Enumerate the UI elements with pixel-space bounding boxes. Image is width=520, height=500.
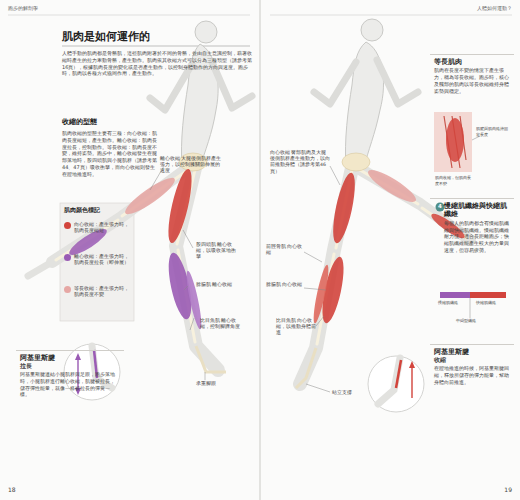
panel-body: 每個人的肌肉都含有慢縮肌纖維與快縮肌纖維。慢縮肌纖維耐力佳，適合長距離跑步；快縮…	[444, 221, 510, 255]
panel-body: 在蹬地推進的時候，阿基里斯腱回縮，釋放所儲存的彈力能量，幫助身體向前推進。	[434, 366, 510, 386]
text-label: 中間型纖維	[456, 318, 490, 324]
legend-text: 向心收縮：產生張力時，肌肉長度縮短	[74, 222, 130, 235]
text-label: 腓腸肌 向心收縮	[266, 282, 304, 288]
text-label: 肌肉收縮，但肌肉長度不變	[435, 175, 471, 186]
text-panel: 阿基里斯腱拉長阿基里斯腱連結小腿肌群與足跟，跑步落地時，小腿肌群進行離心收縮，肌…	[16, 350, 124, 434]
panel-body: 肌肉在長度不變的情況下產生張力，稱為等長收縮。跑步時，核心及髖部的肌肉以等長收縮…	[434, 68, 510, 95]
gutter	[259, 0, 261, 500]
text-label: 站立支撐	[332, 390, 372, 396]
pelvis	[179, 153, 207, 171]
legend-entry: 向心收縮：產生張力時，肌肉長度縮短	[64, 222, 130, 235]
bones-right	[317, 170, 466, 344]
panel-heading: 收縮	[434, 356, 510, 364]
text-label: 向心收縮 臀部肌肉及大腿後側肌群產生推動力，以向前推動身體（請參考第46頁）	[270, 150, 330, 175]
text-label: 跑步的解剖學	[8, 5, 98, 12]
isometric-muscle-sketch	[434, 112, 480, 172]
text-label: 慢縮肌纖維	[438, 300, 470, 306]
page-number: 19	[496, 486, 512, 494]
ankle-inset	[64, 344, 120, 400]
page-number: 18	[8, 486, 24, 494]
hamstring-muscle	[329, 171, 360, 245]
leader-lines	[150, 166, 205, 380]
panel-body: 阿基里斯腱連結小腿肌群與足跟，跑步落地時，小腿肌群進行離心收縮，肌腱被拉長，儲存…	[20, 372, 116, 399]
foot-bones	[196, 346, 226, 372]
text-label: 比目魚肌 離心收縮，控制腳踝角度	[200, 318, 244, 330]
text-label: 人體手動的肌肉都是骨骼肌，這些肌肉附著於不同的骨骼，並由自主意識控制，藉著收縮時…	[62, 50, 254, 77]
page-title: 肌肉是如何運作的	[62, 30, 252, 45]
hamstring-muscle	[121, 173, 178, 219]
runner-right	[300, 19, 470, 384]
leader-lines	[304, 166, 340, 392]
text-panel: 阿基里斯腱收縮在蹬地推進的時候，阿基里斯腱回縮，釋放所儲存的彈力能量，幫助身體向…	[430, 344, 514, 434]
text-label: 前脛骨肌 向心收縮	[266, 244, 304, 256]
panel-heading: 慢縮肌纖維與快縮肌纖維	[444, 202, 510, 219]
bones-left	[56, 170, 195, 342]
text-label: 人體如何運動？	[430, 5, 512, 12]
pelvis	[342, 153, 370, 171]
text-label: 收縮的型態	[62, 118, 182, 127]
panel-heading: 等長肌肉	[434, 58, 510, 66]
legend-swatch	[64, 286, 71, 293]
shin-muscle	[311, 264, 331, 324]
foot-bones	[296, 348, 316, 388]
text-label: 比目魚肌 向心收縮，以推動身體前進	[276, 318, 316, 337]
panel-heading: 阿基里斯腱	[434, 348, 510, 356]
legend-entry: 離心收縮：產生張力時，肌肉長度拉長（即伸展）	[64, 254, 130, 267]
callout-number: 4	[436, 203, 444, 210]
text-panel: 等長肌肉肌肉在長度不變的情況下產生張力，稱為等長收縮。跑步時，核心及髖部的肌肉以…	[430, 54, 514, 194]
text-label: 肌腱與肌肉維持固定長度	[476, 126, 510, 137]
number-badge	[436, 203, 445, 212]
text-label: 腓腸肌 離心收縮	[196, 282, 236, 288]
header-rule	[270, 15, 512, 16]
header-rule	[8, 15, 250, 16]
text-label: 快縮肌纖維	[476, 300, 508, 306]
title-rule	[62, 46, 250, 47]
legend-text: 等長收縮：產生張力時，肌肉長度不變	[74, 286, 130, 299]
legend-swatch	[64, 254, 71, 261]
text-label: 承重腳跟	[196, 381, 236, 387]
text-label: 股四頭肌 離心收縮，以吸收落地衝擊	[196, 242, 240, 261]
text-label: 肌肉收縮的型態主要有三種：向心收縮：肌肉長度縮短，產生動作。離心收縮：肌肉長度拉…	[62, 130, 158, 177]
legend-entry: 等長收縮：產生張力時，肌肉長度不變	[64, 286, 130, 299]
text-label: 肌肉顏色標記	[64, 207, 130, 214]
quadriceps-muscle	[365, 165, 420, 207]
legend-swatch	[64, 222, 71, 229]
text-panel: 慢縮肌纖維與快縮肌纖維每個人的肌肉都含有慢縮肌纖維與快縮肌纖維。慢縮肌纖維耐力佳…	[430, 198, 514, 326]
panel-heading: 拉長	[20, 362, 120, 370]
panel-heading: 阿基里斯腱	[20, 354, 120, 362]
text-label: 離心收縮 大腿後側肌群產生張力，以控制膝關節伸展的速度	[160, 156, 222, 175]
ankle-inset	[368, 356, 424, 412]
legend-text: 離心收縮：產生張力時，肌肉長度拉長（即伸展）	[74, 254, 130, 267]
